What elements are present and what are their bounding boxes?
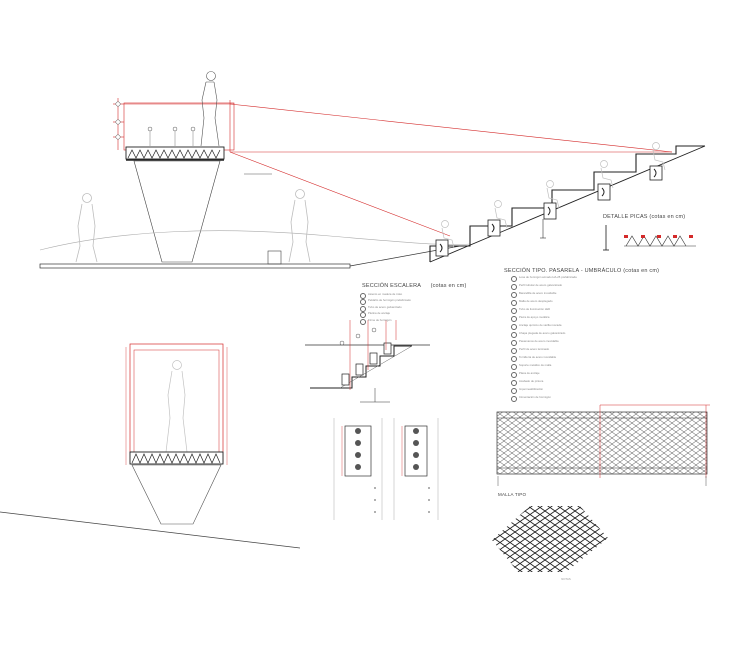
picas-detail <box>603 225 696 251</box>
note-item: Malla de acero desplegado <box>511 299 711 307</box>
detalle-picas-title: DETALLE PICAS (cotas en cm) <box>603 214 686 220</box>
mesh-type-sample <box>492 506 608 572</box>
walkway-deck <box>125 146 225 160</box>
malla-caption: NOTAS <box>561 577 571 581</box>
legend-item: Tubo de acero galvanizado <box>360 305 530 313</box>
note-item: Pasamanos de acero inoxidable <box>511 339 711 347</box>
seccion-escalera-label: SECCIÓN ESCALERA <box>362 283 421 289</box>
terrain-curve <box>39 230 471 251</box>
ground-figures <box>75 189 311 263</box>
picas-red-markers <box>624 235 693 238</box>
seccion-tipo-title: SECCIÓN TIPO. PASARELA - UMBRÁCULO (cota… <box>504 268 660 274</box>
stepped-stands <box>429 142 706 263</box>
column-dots <box>374 487 430 513</box>
column-red-dims <box>341 426 403 476</box>
note-item: Soporte metálico de malla <box>511 363 711 371</box>
column-details <box>333 418 439 520</box>
note-item: Perfil tubular de acero galvanizado <box>511 283 711 291</box>
figure-middle <box>288 189 311 263</box>
seccion-escalera-title: SECCIÓN ESCALERA (cotas en cm) <box>362 283 467 289</box>
note-item: Pieza de apoyo metálica <box>511 315 711 323</box>
column-outline-left <box>333 418 439 520</box>
note-item: Cimentación de hormigón <box>511 395 711 403</box>
ground <box>39 230 471 269</box>
escalera-legend: Asiento en madera de iroko Peldaño de ho… <box>360 292 530 326</box>
pier-funnel <box>133 160 221 263</box>
legend-item: Firme de hormigón <box>360 318 530 326</box>
note-item: Tornillería de acero inoxidable <box>511 355 711 363</box>
seccion-escalera-units: (cotas en cm) <box>430 283 467 289</box>
figure-on-deck <box>200 71 220 147</box>
note-item: Placa de anclaje <box>511 371 711 379</box>
mesh-red-dims <box>599 404 710 478</box>
legend-item: Peldaño de hormigón prefabricado <box>360 298 530 307</box>
bollard <box>267 250 282 265</box>
legend-item: Pletina de anclaje <box>360 311 530 320</box>
ground-slab <box>39 263 351 269</box>
marker-leaders <box>149 131 194 146</box>
staircase-section <box>305 320 430 403</box>
dimension-markers <box>115 101 196 140</box>
stand-steps <box>429 145 705 262</box>
legend-item: Asiento en madera de iroko <box>360 292 530 300</box>
mesh-panel-elevation <box>492 404 710 572</box>
mesh-panel <box>496 411 708 475</box>
note-item: Anclaje químico de varilla roscada <box>511 323 711 331</box>
stair-markers <box>339 327 377 346</box>
stair-seats <box>341 342 392 386</box>
note-item: Chapa plegada de acero galvanizado <box>511 331 711 339</box>
note-item: Acabado de pintura <box>511 379 711 387</box>
stand-post <box>540 219 546 239</box>
column-plate-right <box>404 425 428 477</box>
stand-underside <box>429 145 706 263</box>
note-item: Losa de hormigón armado HA-25 prefabrica… <box>511 275 711 283</box>
seated-figures <box>441 142 666 249</box>
sightline-red <box>229 103 673 237</box>
figure-left <box>75 193 98 263</box>
column-bolts <box>355 428 419 470</box>
stair-dims-red <box>349 320 397 390</box>
walkway-elevation-bottom <box>0 343 301 549</box>
note-item: Tubo de iluminación LED <box>511 307 711 315</box>
note-item: Perfil de acero laminado <box>511 347 711 355</box>
walkway-section-top <box>113 71 673 263</box>
section-notes-list: Losa de hormigón armado HA-25 prefabrica… <box>511 275 711 404</box>
stand-seat-glyphs <box>439 168 657 253</box>
elevation-figure <box>165 360 188 453</box>
deck-truss <box>127 149 221 159</box>
malla-tipo-title: MALLA TIPO <box>498 492 527 497</box>
note-item: Barandilla de acero inoxidable <box>511 291 711 299</box>
note-item: Impermeabilización <box>511 387 711 395</box>
bottom-ground-line <box>0 511 301 549</box>
